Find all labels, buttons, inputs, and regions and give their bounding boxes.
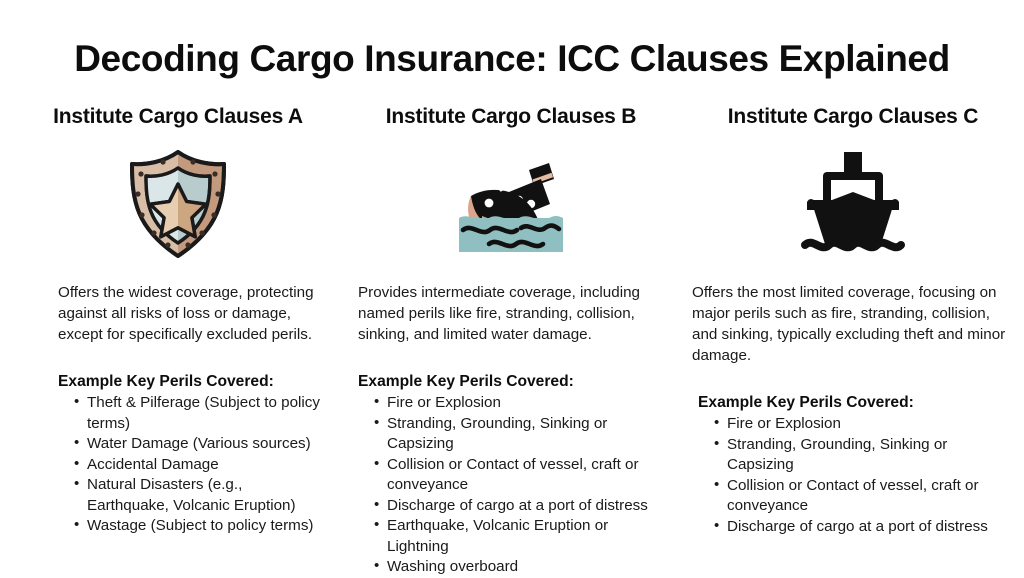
page-title: Decoding Cargo Insurance: ICC Clauses Ex… xyxy=(74,38,950,79)
clause-column-c: Institute Cargo Clauses C xyxy=(672,104,1024,537)
list-item: Stranding, Grounding, Sinking or Capsizi… xyxy=(372,413,668,455)
list-item: Accidental Damage xyxy=(72,454,324,476)
list-item: Theft & Pilferage (Subject to policy ter… xyxy=(72,392,324,434)
clause-a-description: Offers the widest coverage, protecting a… xyxy=(58,284,314,343)
clause-c-icon-wrap xyxy=(682,140,1024,260)
shield-star-icon xyxy=(124,148,232,260)
clause-c-description: Offers the most limited coverage, focusi… xyxy=(692,284,1006,364)
cargo-ship-icon xyxy=(801,148,905,260)
clause-column-b: Institute Cargo Clauses B xyxy=(342,104,672,578)
clause-c-title: Institute Cargo Clauses C xyxy=(727,105,979,128)
list-item: Collision or Contact of vessel, craft or… xyxy=(372,454,668,496)
clause-a-perils-list: Theft & Pilferage (Subject to policy ter… xyxy=(14,392,342,537)
list-item: Natural Disasters (e.g., Earthquake, Vol… xyxy=(72,474,324,516)
clause-column-a: Institute Cargo Clauses A xyxy=(0,104,342,537)
clause-b-description: Provides intermediate coverage, includin… xyxy=(358,284,640,343)
list-item: Fire or Explosion xyxy=(372,392,668,414)
clause-b-icon-wrap xyxy=(350,140,672,260)
clause-b-perils-list: Fire or Explosion Stranding, Grounding, … xyxy=(350,392,672,578)
clause-a-icon-wrap xyxy=(14,140,342,260)
list-item: Earthquake, Volcanic Eruption or Lightni… xyxy=(372,515,668,557)
list-item: Wastage (Subject to policy terms) xyxy=(72,515,324,537)
clause-columns: Institute Cargo Clauses A xyxy=(0,104,1024,578)
list-item: Discharge of cargo at a port of distress xyxy=(372,495,668,517)
list-item: Fire or Explosion xyxy=(712,413,1010,435)
clause-c-perils-list: Fire or Explosion Stranding, Grounding, … xyxy=(682,413,1024,538)
clause-b-title: Institute Cargo Clauses B xyxy=(385,105,637,128)
sinking-ship-icon xyxy=(455,152,567,260)
list-item: Stranding, Grounding, Sinking or Capsizi… xyxy=(712,434,1010,476)
clause-b-perils-heading: Example Key Perils Covered: xyxy=(358,373,574,390)
list-item: Water Damage (Various sources) xyxy=(72,433,324,455)
clause-a-title: Institute Cargo Clauses A xyxy=(53,105,303,128)
list-item: Collision or Contact of vessel, craft or… xyxy=(712,475,1010,517)
list-item: Washing overboard xyxy=(372,556,668,578)
clause-a-perils-heading: Example Key Perils Covered: xyxy=(58,373,274,390)
list-item: Discharge of cargo at a port of distress xyxy=(712,516,1010,538)
clause-c-perils-heading: Example Key Perils Covered: xyxy=(698,394,914,411)
